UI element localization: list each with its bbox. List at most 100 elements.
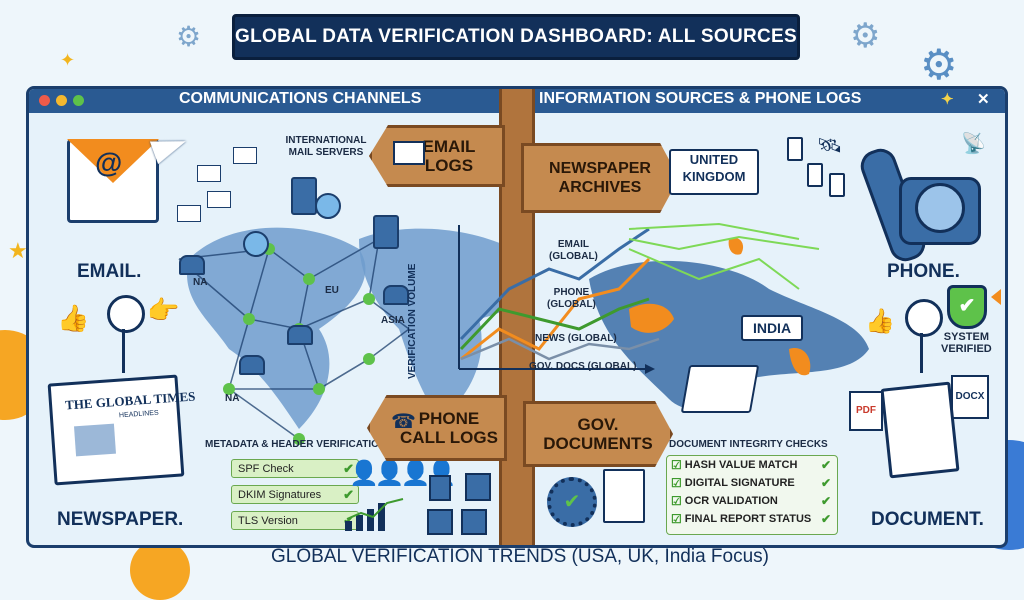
check-dkim: DKIM Signatures ✔	[231, 485, 359, 504]
building-icon	[427, 509, 453, 535]
phone-call-logs-label: PHONE CALL LOGS	[400, 409, 498, 447]
mailbox-icon	[179, 255, 205, 275]
information-sources-title: INFORMATION SOURCES & PHONE LOGS	[539, 90, 862, 107]
mail-servers-label: INTERNATIONAL MAIL SERVERS	[285, 135, 367, 158]
stick-figure-head	[905, 299, 943, 337]
email-label: EMAIL.	[77, 261, 142, 282]
stick-figure-body	[122, 329, 125, 373]
mailbox-icon	[287, 325, 313, 345]
spark-icon: ✦	[941, 91, 954, 108]
series-label-phone: PHONE (GLOBAL)	[547, 287, 596, 310]
antenna-icon: 📡	[961, 133, 986, 155]
gov-documents-label: GOV. DOCUMENTS	[543, 415, 653, 453]
checkbox-icon: ☑	[671, 512, 682, 526]
document-label: DOCUMENT.	[871, 509, 984, 530]
phone-call-logs-sign[interactable]: PHONE CALL LOGS	[367, 395, 507, 461]
paper-plane-icon	[149, 129, 191, 165]
rotary-dial-icon	[915, 183, 965, 233]
check-icon: ✔	[820, 476, 831, 490]
smartphone-icon	[829, 173, 845, 197]
check-icon: ✔	[343, 461, 354, 476]
check-label: DKIM Signatures	[238, 488, 322, 501]
connection-lines	[628, 222, 820, 290]
document-stamp-icon	[603, 469, 645, 523]
small-envelope-icon	[197, 165, 221, 182]
bank-icon	[465, 473, 491, 501]
thumbs-up-icon: 👍	[865, 308, 895, 335]
globe-icon	[315, 193, 341, 219]
checkbox-icon: ☑	[671, 476, 682, 490]
small-envelope-icon	[177, 205, 201, 222]
gear-icon: ⚙	[176, 21, 202, 52]
dashboard-window: COMMUNICATIONS CHANNELS INFORMATION SOUR…	[26, 86, 1008, 548]
building-icon	[429, 475, 451, 501]
check-icon: ✔	[820, 458, 831, 472]
integrity-label: HASH VALUE MATCH	[684, 459, 798, 471]
email-logs-sign[interactable]: EMAIL LOGS	[369, 125, 505, 187]
stick-figure-body	[920, 333, 923, 373]
checkbox-icon: ☑	[671, 494, 682, 508]
series-label-email: EMAIL (GLOBAL)	[549, 239, 598, 262]
building-icon	[461, 509, 487, 535]
pdf-file-icon: PDF	[849, 391, 883, 431]
uk-label: UNITED KINGDOM	[669, 149, 759, 195]
world-map	[187, 227, 869, 429]
integrity-row: ☑HASH VALUE MATCH ✔	[667, 456, 837, 474]
thumbs-up-icon: 👍	[57, 303, 90, 333]
at-sign-icon: @	[95, 147, 123, 178]
chart-ylabel: VERIFICATION VOLUME	[407, 263, 418, 379]
integrity-title: DOCUMENT INTEGRITY CHECKS	[669, 439, 828, 450]
smartphone-icon	[787, 137, 803, 161]
star-icon: ✦	[60, 50, 76, 70]
email-logs-label: EMAIL LOGS	[422, 137, 476, 175]
small-envelope-icon	[207, 191, 231, 208]
server-icon	[373, 215, 399, 249]
document-stack-icon	[680, 365, 760, 413]
check-label: SPF Check	[238, 462, 294, 475]
smartphone-icon	[807, 163, 823, 187]
newspaper-archives-sign[interactable]: NEWSPAPER ARCHIVES	[521, 143, 679, 213]
stick-figure-head	[107, 295, 145, 333]
maximize-dot[interactable]	[73, 95, 84, 106]
mailbox-icon	[383, 285, 409, 305]
check-icon: ✔	[343, 487, 354, 502]
footer-caption: GLOBAL VERIFICATION TRENDS (USA, UK, Ind…	[271, 546, 769, 567]
minimize-dot[interactable]	[56, 95, 67, 106]
decor-blob	[130, 540, 190, 600]
close-window-button[interactable]: ✕	[977, 91, 990, 108]
server-icon	[291, 177, 317, 215]
gov-documents-sign[interactable]: GOV. DOCUMENTS	[523, 401, 673, 467]
integrity-checks-panel: ☑HASH VALUE MATCH✔ ☑DIGITAL SIGNATURE✔ ☑…	[666, 455, 838, 535]
gear-icon: ⚙	[920, 41, 958, 88]
integrity-label: DIGITAL SIGNATURE	[684, 477, 795, 489]
checkbox-icon: ☑	[671, 458, 682, 472]
pointing-hand-icon: 👉	[147, 295, 180, 325]
close-dot[interactable]	[39, 95, 50, 106]
integrity-row: ☑OCR VALIDATION✔	[667, 492, 837, 510]
integrity-label: FINAL REPORT STATUS	[684, 513, 812, 525]
system-verified-label: SYSTEM VERIFIED	[941, 331, 992, 355]
certificate-document-icon	[880, 381, 960, 479]
check-tls: TLS Version✔	[231, 511, 359, 530]
shield-check-icon: ✔	[947, 285, 987, 329]
integrity-label: OCR VALIDATION	[684, 495, 778, 507]
communications-title: COMMUNICATIONS CHANNELS	[179, 90, 422, 107]
newspaper-photo	[74, 423, 116, 457]
mailbox-icon	[239, 355, 265, 375]
satellite-icon: 🛰	[817, 135, 843, 157]
check-icon: ✔	[820, 512, 831, 526]
phone-sign-icon: ☎	[391, 411, 416, 433]
integrity-row: ☑FINAL REPORT STATUS ✔	[667, 510, 837, 528]
india-label: INDIA	[741, 315, 803, 341]
gear-check-icon: ✔	[547, 477, 597, 527]
newspaper-archives-label: NEWSPAPER ARCHIVES	[549, 160, 651, 196]
region-label-eu: EU	[325, 285, 339, 296]
series-label-news: NEWS (GLOBAL)	[535, 333, 617, 344]
scroll-arrow-button[interactable]	[991, 289, 1001, 305]
check-icon: ✔	[343, 513, 354, 528]
check-spf: SPF Check ✔	[231, 459, 359, 478]
envelope-sign-icon	[393, 141, 425, 165]
small-envelope-icon	[233, 147, 257, 164]
envelope-flap	[67, 139, 159, 183]
series-label-gov-docs: GOV. DOCS (GLOBAL)	[529, 361, 637, 372]
